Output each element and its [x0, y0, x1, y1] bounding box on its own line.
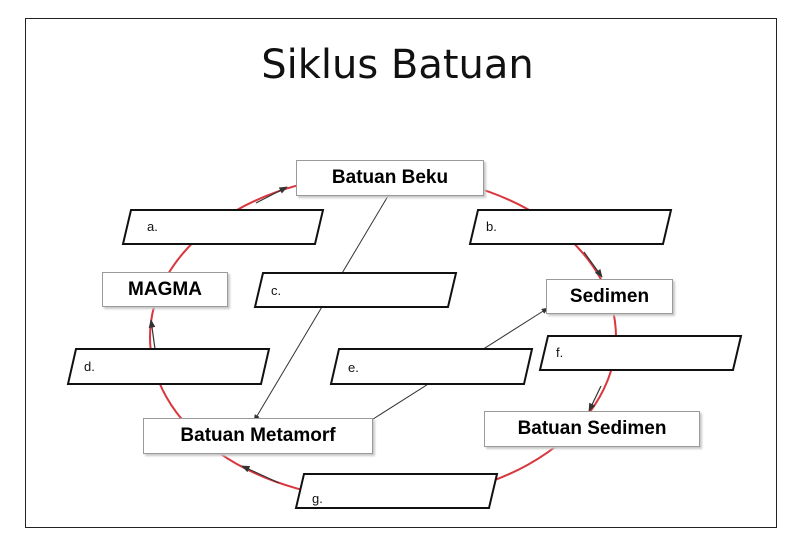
node-sedimen: Sedimen	[546, 279, 673, 314]
arrow-to-metamorf-bottom	[241, 465, 280, 484]
blank-box-b[interactable]	[468, 209, 673, 245]
blank-label-d: d.	[84, 359, 95, 374]
blank-label-f: f.	[556, 345, 564, 360]
blank-box-a[interactable]	[121, 209, 325, 245]
node-batuan-sedimen: Batuan Sedimen	[484, 411, 700, 447]
arrow-beku-to-sedimen	[583, 251, 603, 278]
blank-label-e: e.	[348, 360, 359, 375]
blank-box-e[interactable]	[329, 348, 534, 385]
blank-label-a: a.	[147, 219, 158, 234]
arrow-metamorf-to-magma	[148, 319, 156, 350]
blank-box-d[interactable]	[66, 348, 271, 385]
blank-box-c[interactable]	[253, 272, 458, 308]
blank-box-f[interactable]	[538, 335, 743, 371]
node-batuan-metamorf: Batuan Metamorf	[143, 418, 373, 454]
arrow-magma-to-beku	[255, 186, 288, 204]
blank-box-g[interactable]	[294, 473, 499, 509]
arrow-beku-to-metamorf	[253, 195, 389, 422]
node-magma: MAGMA	[102, 272, 228, 307]
diagram-title: Siklus Batuan	[261, 42, 534, 88]
blank-label-g: g.	[312, 491, 323, 506]
blank-label-c: c.	[271, 283, 282, 298]
arrow-sedimen-to-batuan-sedimen	[588, 385, 602, 412]
node-batuan-beku: Batuan Beku	[296, 160, 484, 196]
blank-label-b: b.	[486, 219, 497, 234]
